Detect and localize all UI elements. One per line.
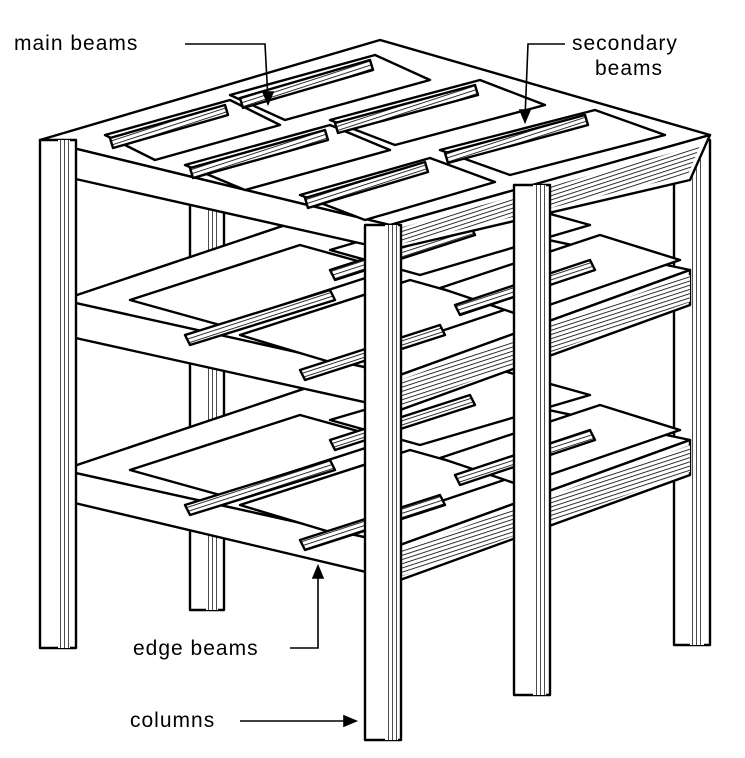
secondary-beams-label-line1: secondary <box>572 32 678 55</box>
secondary-beams-leader <box>524 43 565 119</box>
main-beams-arrowhead <box>261 91 275 107</box>
leader-lines <box>185 43 565 728</box>
top-panel-4 <box>328 78 547 147</box>
bottom-secondary-beam-1 <box>183 458 337 517</box>
middle-secondary-beam-1 <box>183 288 337 347</box>
top-secondary-beam-4 <box>443 113 590 165</box>
main-beams-label: main beams <box>14 32 138 55</box>
secondary-beams-arrowhead <box>518 109 532 125</box>
top-panel-2 <box>228 53 432 122</box>
top-panel-1 <box>103 98 282 162</box>
top-panel-3 <box>183 123 392 192</box>
main-beams-leader <box>185 43 269 101</box>
columns-label: columns <box>130 709 215 732</box>
edge-beams-leader <box>290 572 319 649</box>
top-panel-5 <box>298 156 497 222</box>
columns-arrowhead <box>343 714 359 728</box>
top-secondary-beam-1 <box>188 128 330 180</box>
secondary-beams-label-line2: beams <box>595 57 663 80</box>
edge-beams-label: edge beams <box>133 637 259 660</box>
top-secondary-beam-3 <box>303 160 430 210</box>
front-columns <box>38 138 552 742</box>
structure-drawing <box>38 38 712 742</box>
top-panel-6 <box>438 108 667 177</box>
edge-beams-arrowhead <box>311 563 325 579</box>
top-main-beam-2 <box>238 58 375 110</box>
top-main-beam-1 <box>108 103 230 150</box>
top-secondary-beam-2 <box>333 83 480 135</box>
